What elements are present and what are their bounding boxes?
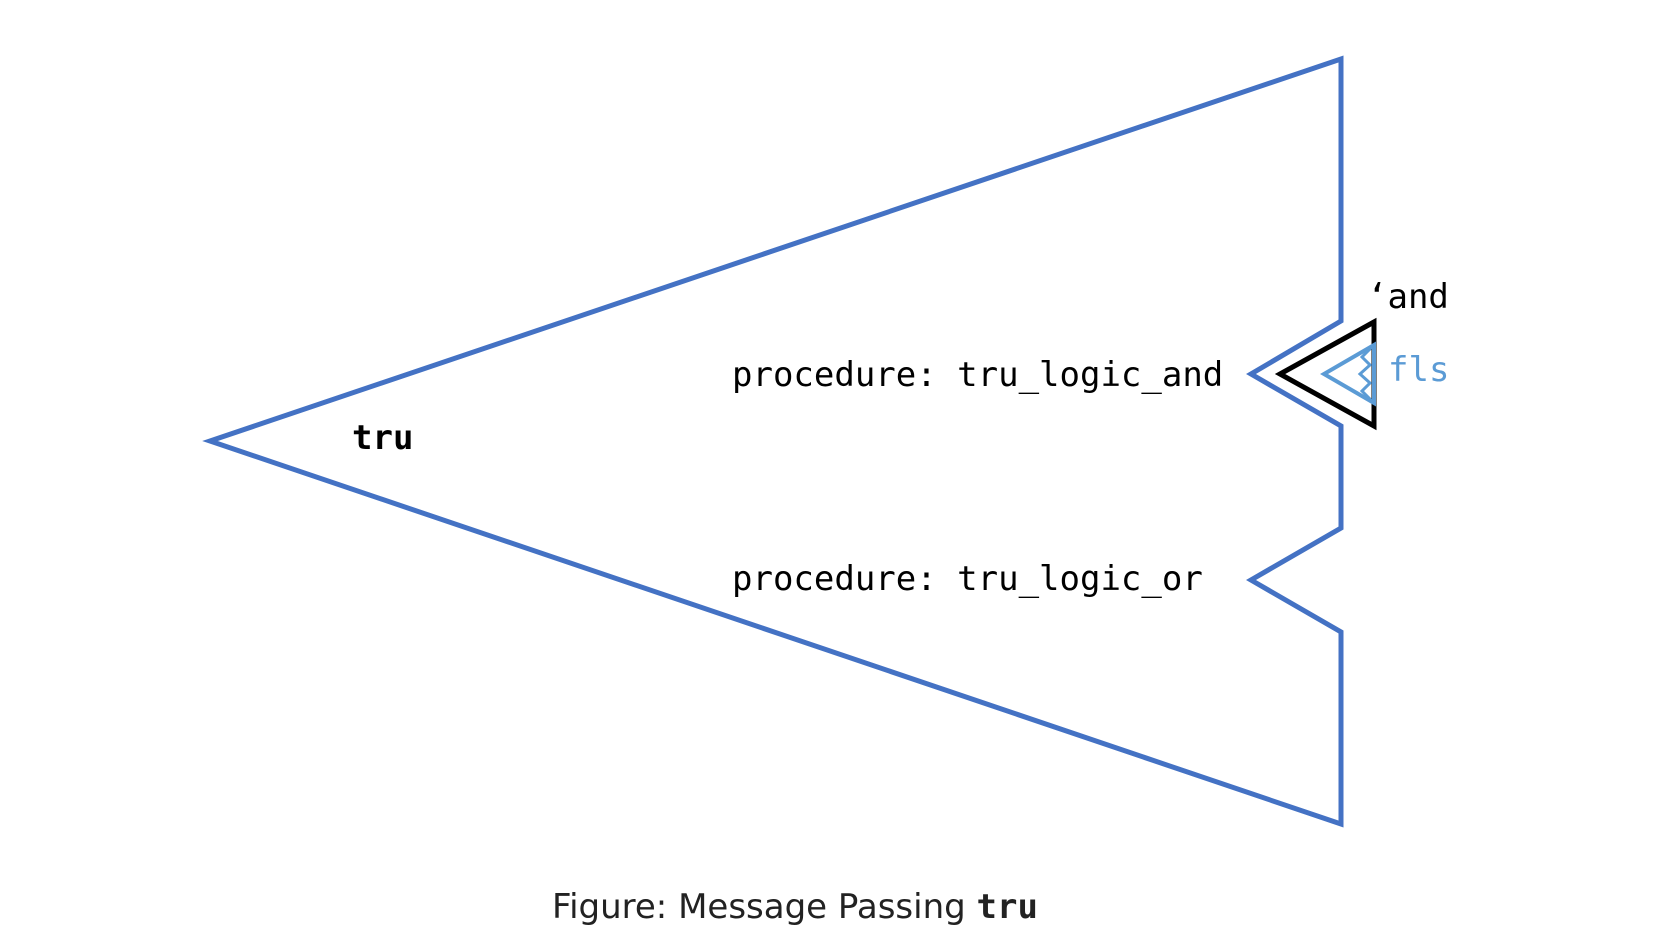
- figure-caption: Figure: Message Passing tru: [552, 887, 1038, 927]
- procedure-and-label: procedure: tru_logic_and: [732, 355, 1223, 395]
- procedure-or-label: procedure: tru_logic_or: [732, 559, 1203, 599]
- fls-argument-zigzag: [1357, 343, 1376, 405]
- tru-object-label: tru: [352, 418, 413, 458]
- fls-argument-label: fls: [1388, 350, 1449, 390]
- fls-argument-shape: [1320, 341, 1376, 407]
- and-message-label: ‘and: [1367, 277, 1449, 317]
- tru-object-shape: [202, 55, 1344, 828]
- caption-prefix: Figure: Message Passing: [552, 887, 977, 927]
- caption-code: tru: [977, 887, 1038, 927]
